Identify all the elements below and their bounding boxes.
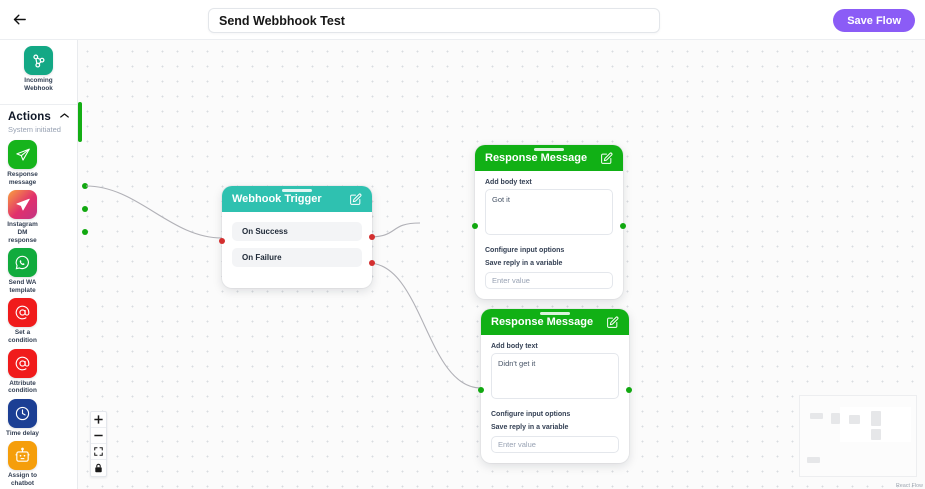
top-bar: Save Flow <box>0 0 925 40</box>
node-title: Response Message <box>491 316 594 328</box>
react-flow-attribution[interactable]: React Flow <box>896 483 923 489</box>
node-header[interactable]: Response Message <box>481 309 629 335</box>
robot-icon <box>8 441 37 471</box>
edit-pencil-icon[interactable] <box>606 316 619 329</box>
chevron-up-icon[interactable] <box>60 111 69 122</box>
minimap-node <box>871 411 881 426</box>
sidebar-item-incoming-webhook[interactable]: Incoming Webhook <box>20 46 57 92</box>
actions-sidebar[interactable]: Incoming Webhook Actions System initiate… <box>0 40 78 489</box>
plus-icon <box>94 415 103 424</box>
actions-title: Actions <box>8 111 51 124</box>
handle-target-trigger[interactable] <box>219 238 225 244</box>
sidebar-item-label: Set a condition <box>8 329 37 344</box>
canvas-handle-source-b[interactable] <box>82 206 88 212</box>
at-sign-icon <box>8 348 37 378</box>
edit-pencil-icon[interactable] <box>349 193 362 206</box>
node-body: Add body text Configure input options Sa… <box>481 335 629 463</box>
body-text-area[interactable] <box>491 353 619 399</box>
output-on-success[interactable]: On Success <box>232 222 362 241</box>
configure-input-options-link[interactable]: Configure input options <box>485 247 565 254</box>
zoom-in-button[interactable] <box>91 412 106 428</box>
node-body: Add body text Configure input options Sa… <box>475 171 623 299</box>
sidebar-trigger-section: Incoming Webhook <box>0 40 77 106</box>
node-body: On Success On Failure <box>222 212 372 288</box>
save-variable-input[interactable] <box>491 436 619 453</box>
body-text-area[interactable] <box>485 189 613 235</box>
drag-grip-icon[interactable] <box>534 148 564 151</box>
actions-section-header[interactable]: Actions <box>0 105 77 125</box>
instagram-send-icon <box>8 190 37 220</box>
sidebar-item-time-delay[interactable]: Time delay <box>4 398 41 438</box>
sidebar-item-set-a-condition[interactable]: Set a condition <box>4 298 41 344</box>
drag-grip-icon[interactable] <box>540 312 570 315</box>
clock-icon <box>8 398 37 428</box>
sidebar-item-label: Attribute condition <box>8 379 37 395</box>
save-flow-button[interactable]: Save Flow <box>833 9 915 32</box>
node-header[interactable]: Webhook Trigger <box>222 186 372 212</box>
lock-icon <box>94 463 103 473</box>
body-text-label: Add body text <box>491 343 538 350</box>
at-sign-icon <box>8 298 37 328</box>
node-response-message-2[interactable]: Response Message Add body text Configure… <box>478 309 632 463</box>
drag-grip-icon[interactable] <box>282 189 312 192</box>
sidebar-item-send-wa-template[interactable]: Send WA template <box>4 248 41 294</box>
save-variable-label: Save reply in a variable <box>485 260 563 267</box>
node-response-message-1[interactable]: Response Message Add body text Configure… <box>472 145 626 299</box>
flow-canvas[interactable]: Webhook Trigger On Success On Failure <box>78 40 925 489</box>
handle-source-rm1[interactable] <box>620 223 626 229</box>
canvas-scroll-indicator[interactable] <box>78 102 82 142</box>
edit-pencil-icon[interactable] <box>600 152 613 165</box>
handle-source-rm2[interactable] <box>626 387 632 393</box>
canvas-handle-source-a[interactable] <box>82 183 88 189</box>
node-header[interactable]: Response Message <box>475 145 623 171</box>
node-title: Response Message <box>485 152 588 164</box>
sidebar-item-label: Time delay <box>6 429 39 437</box>
output-on-failure[interactable]: On Failure <box>232 248 362 267</box>
minimap-node <box>849 415 860 424</box>
sidebar-item-response-message[interactable]: Response message <box>4 140 41 186</box>
arrow-left-icon <box>11 11 28 31</box>
minimap-node <box>807 457 820 463</box>
fit-view-button[interactable] <box>91 444 106 460</box>
actions-subtitle: System initiated <box>8 125 61 135</box>
sidebar-item-attribute-condition[interactable]: Attribute condition <box>4 348 41 395</box>
minimap-node <box>810 413 823 419</box>
sidebar-item-assign-to-chatbot[interactable]: Assign to chatbot <box>4 441 41 487</box>
sidebar-item-label: Assign to chatbot <box>7 472 38 487</box>
webhook-icon <box>24 46 53 75</box>
sidebar-item-instagram-dm-response[interactable]: Instagram DM response <box>4 190 41 244</box>
paper-plane-icon <box>8 140 37 170</box>
configure-input-options-link[interactable]: Configure input options <box>491 411 571 418</box>
handle-source-on-failure[interactable] <box>369 260 375 266</box>
zoom-controls <box>90 411 107 477</box>
save-variable-input[interactable] <box>485 272 613 289</box>
fit-view-icon <box>94 447 103 456</box>
minimap[interactable] <box>799 395 917 477</box>
canvas-handle-source-c[interactable] <box>82 229 88 235</box>
node-webhook-trigger[interactable]: Webhook Trigger On Success On Failure <box>219 186 375 288</box>
body-text-label: Add body text <box>485 179 532 186</box>
sidebar-item-label: Response message <box>7 171 38 186</box>
lock-button[interactable] <box>91 460 106 476</box>
sidebar-item-label: Incoming Webhook <box>24 77 53 92</box>
sidebar-item-label: Instagram DM response <box>7 221 38 244</box>
handle-target-rm2[interactable] <box>478 387 484 393</box>
handle-target-rm1[interactable] <box>472 223 478 229</box>
flow-title-input[interactable] <box>208 8 660 33</box>
back-button[interactable] <box>8 10 30 32</box>
minus-icon <box>94 431 103 440</box>
node-title: Webhook Trigger <box>232 193 322 205</box>
minimap-node <box>871 429 881 440</box>
sidebar-item-label: Send WA template <box>8 279 37 294</box>
minimap-node <box>831 413 840 424</box>
zoom-out-button[interactable] <box>91 428 106 444</box>
whatsapp-icon <box>8 248 37 278</box>
handle-source-on-success[interactable] <box>369 234 375 240</box>
save-variable-label: Save reply in a variable <box>491 424 569 431</box>
